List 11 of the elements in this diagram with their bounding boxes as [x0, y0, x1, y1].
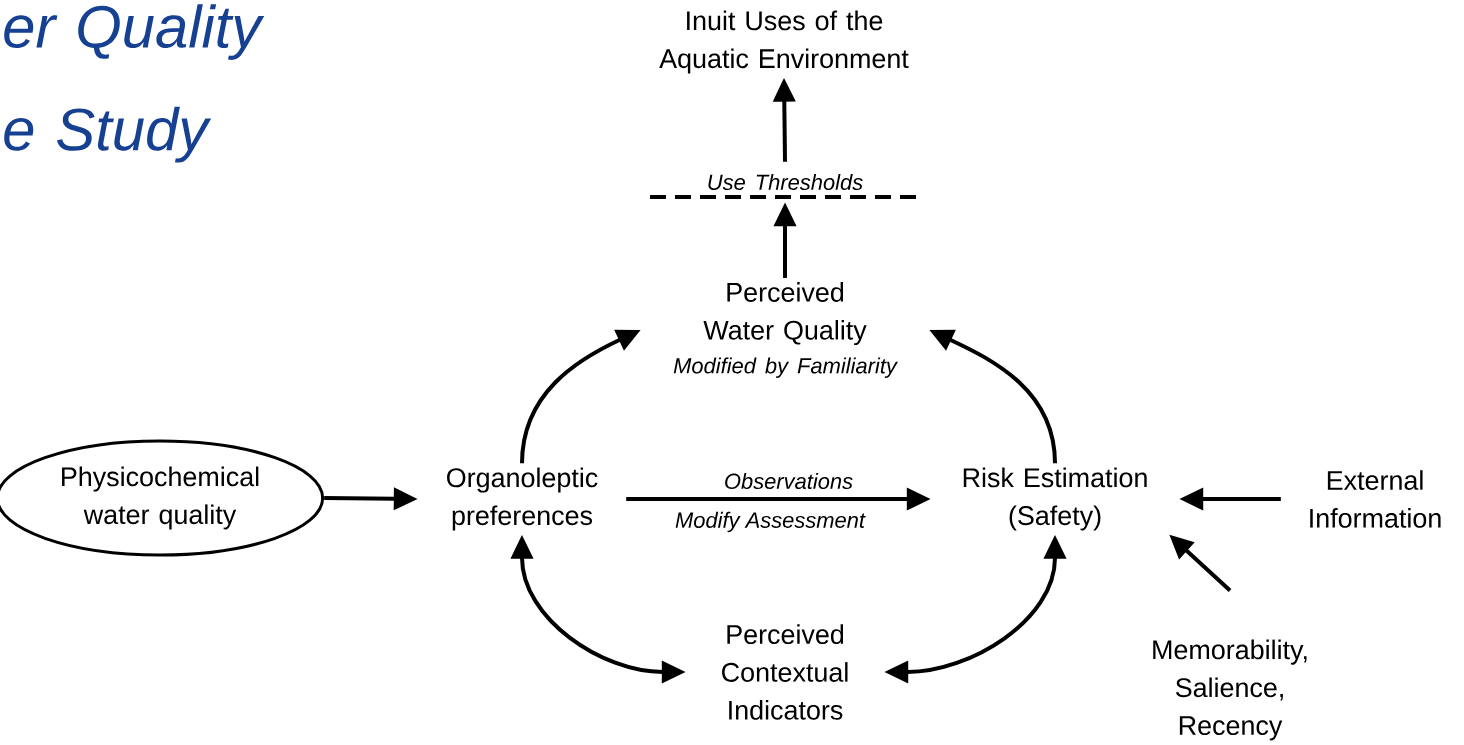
edge-label: Observations — [725, 472, 853, 490]
node-text: Memorability, Salience, Recency — [1153, 639, 1307, 741]
threshold-line: Use Thresholds — [650, 173, 925, 199]
title: er Quality e Study — [4, 4, 265, 163]
node-text: Perceived Water Quality Modified by Familiarity — [673, 282, 898, 378]
node-text: External Information — [1310, 470, 1441, 528]
node-text: Inuit Uses of the Aquatic Environment — [659, 10, 909, 74]
node-text: Risk Estimation (Safety) — [963, 467, 1147, 531]
node-text: Organoleptic preferences — [447, 467, 598, 531]
node-text: Perceived Contextual Indicators — [722, 624, 848, 720]
annotation-text: Modify Assessment — [675, 511, 866, 533]
